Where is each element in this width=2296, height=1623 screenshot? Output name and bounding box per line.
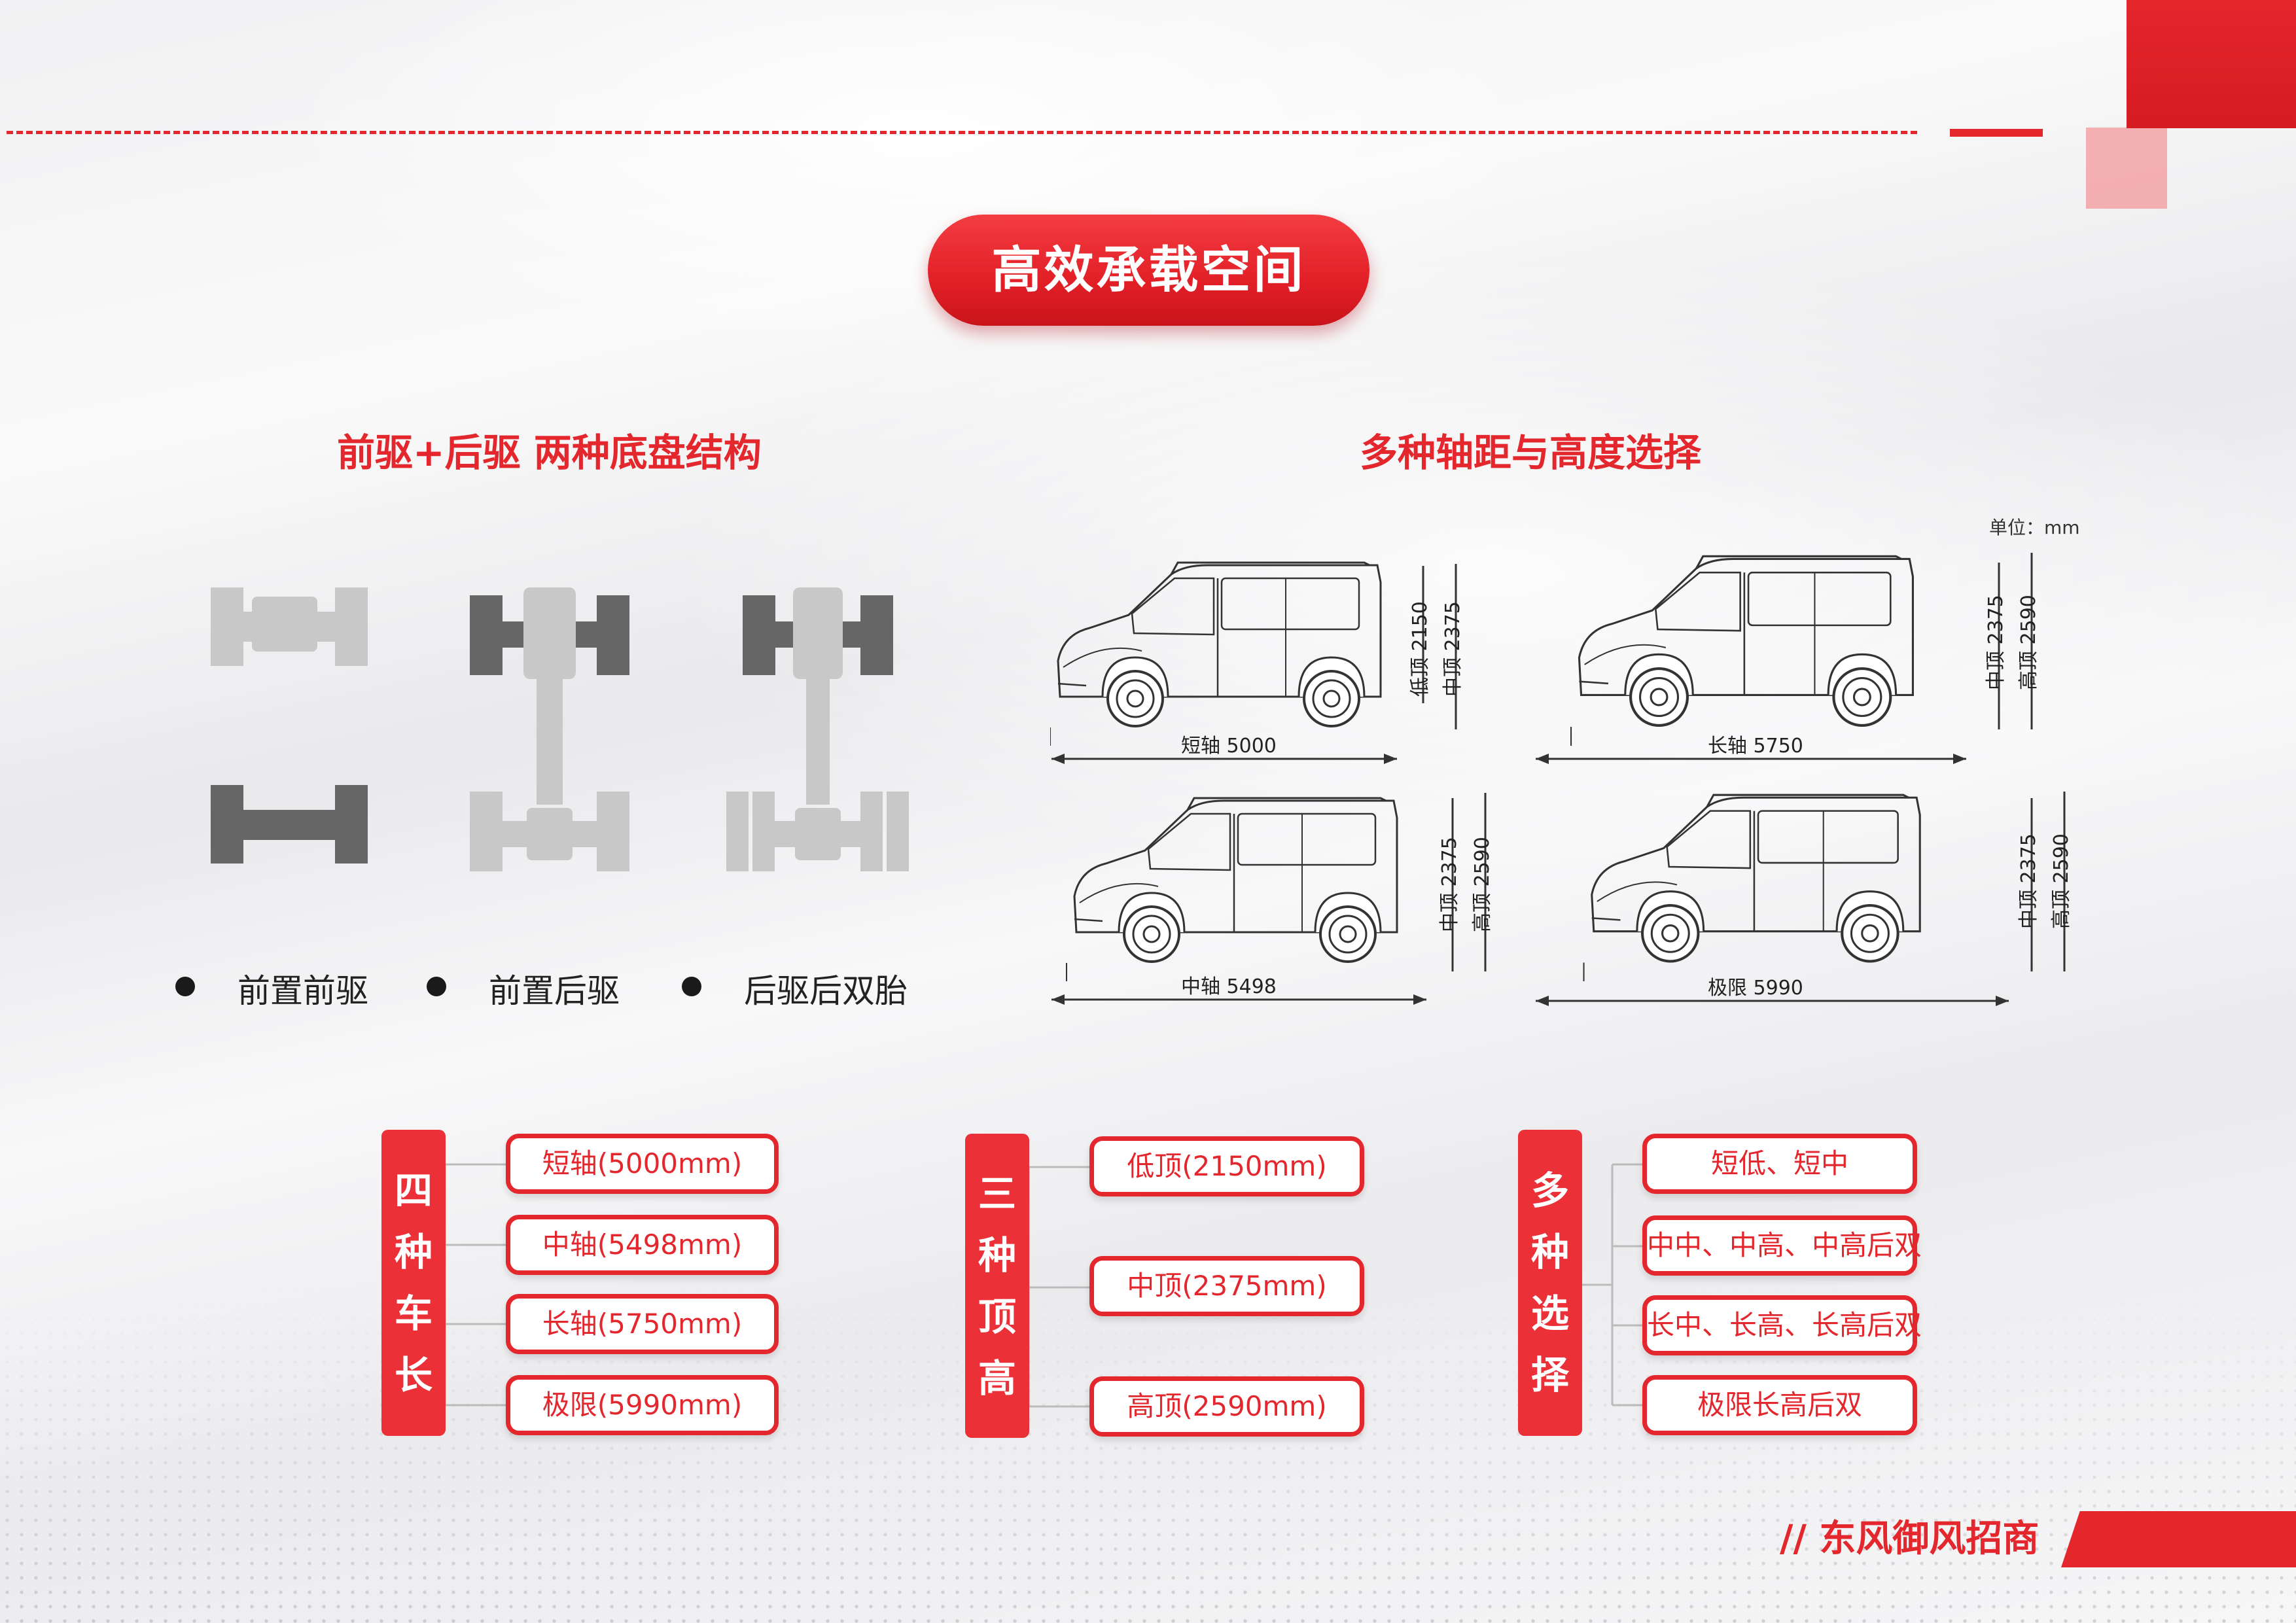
option-combo-long: 长中、长高、长高后双	[1642, 1295, 1922, 1355]
van-height-label: 高顶 2590	[2017, 595, 2040, 690]
option-combo-medium: 中中、中高、中高后双	[1642, 1215, 1922, 1276]
tag-four-lengths: 四 种 车 长	[381, 1130, 446, 1436]
van-diagram-extended: 极限 5990 中顶 2375 高顶 2590	[1536, 792, 2071, 1006]
tag-char: 车	[394, 1291, 433, 1336]
chassis-front-drive	[211, 587, 368, 864]
unit-label: 单位：mm	[1989, 517, 2080, 538]
chassis-diagrams	[211, 587, 909, 871]
chassis-rear-drive	[470, 587, 629, 871]
tag-char: 种	[1530, 1230, 1569, 1274]
tag-char: 顶	[978, 1294, 1016, 1339]
footer-red-bar	[2061, 1511, 2296, 1567]
option-low-roof: 低顶(2150mm)	[1089, 1136, 1364, 1196]
van-diagram-medium: 中轴 5498 中顶 2375 高顶 2590	[1051, 793, 1494, 1005]
tag-char: 多	[1530, 1168, 1569, 1213]
van-height-label: 中顶 2375	[1441, 601, 1464, 697]
van-height-label: 中顶 2375	[2017, 833, 2040, 929]
van-length-label: 极限 5990	[1708, 977, 1803, 1000]
option-medium-roof: 中顶(2375mm)	[1089, 1256, 1364, 1316]
legend-bullet	[427, 977, 446, 996]
corner-red-block	[2127, 0, 2296, 128]
legend-front-drive: 前置前驱	[238, 972, 368, 1010]
option-long-wheelbase: 长轴(5750mm)	[506, 1294, 779, 1354]
tag-multiple-choices: 多 种 选 择	[1518, 1130, 1582, 1436]
option-combo-extended: 极限长高后双	[1642, 1375, 1917, 1435]
van-diagram-short: 短轴 5000 低顶 2150 中顶 2375	[1050, 561, 1464, 764]
legend-rear-drive: 前置后驱	[489, 972, 620, 1010]
option-high-roof: 高顶(2590mm)	[1089, 1376, 1364, 1437]
footer-brand: // 东风御风招商	[1780, 1518, 2040, 1560]
page-title: 高效承载空间	[928, 215, 1369, 326]
tag-char: 选	[1530, 1291, 1569, 1336]
legend-bullet	[682, 977, 701, 996]
option-combo-short: 短低、短中	[1642, 1134, 1917, 1194]
tag-three-heights: 三 种 顶 高	[965, 1134, 1029, 1438]
tag-char: 择	[1530, 1353, 1569, 1397]
van-length-label: 中轴 5498	[1181, 975, 1277, 998]
van-height-label: 中顶 2375	[1985, 595, 2007, 690]
legend-bullet	[175, 977, 195, 996]
tag-char: 高	[978, 1355, 1016, 1401]
tag-char: 三	[978, 1171, 1016, 1216]
chassis-rear-dual-tire	[726, 587, 909, 871]
right-section-heading: 多种轴距与高度选择	[1360, 430, 1702, 475]
option-medium-wheelbase: 中轴(5498mm)	[506, 1215, 779, 1275]
tag-char: 种	[394, 1230, 433, 1274]
legend-rear-dual: 后驱后双胎	[744, 972, 908, 1010]
option-short-wheelbase: 短轴(5000mm)	[506, 1134, 779, 1194]
top-dashed-line	[7, 131, 1917, 134]
van-diagram-long: 长轴 5750 中顶 2375 高顶 2590	[1536, 553, 2040, 764]
van-length-label: 长轴 5750	[1708, 735, 1803, 758]
corner-pink-square	[2086, 128, 2167, 209]
top-line-accent	[1950, 129, 2043, 137]
van-height-label: 高顶 2590	[1471, 837, 1494, 932]
van-height-label: 高顶 2590	[2050, 833, 2071, 929]
van-height-label: 中顶 2375	[1438, 837, 1461, 932]
tag-char: 长	[394, 1353, 433, 1397]
option-extended-wheelbase: 极限(5990mm)	[506, 1375, 779, 1435]
tag-char: 种	[978, 1232, 1016, 1278]
van-length-label: 短轴 5000	[1181, 735, 1277, 758]
tag-char: 四	[394, 1168, 433, 1213]
van-height-label: 低顶 2150	[1409, 601, 1432, 697]
left-section-heading: 前驱+后驱 两种底盘结构	[337, 430, 762, 475]
